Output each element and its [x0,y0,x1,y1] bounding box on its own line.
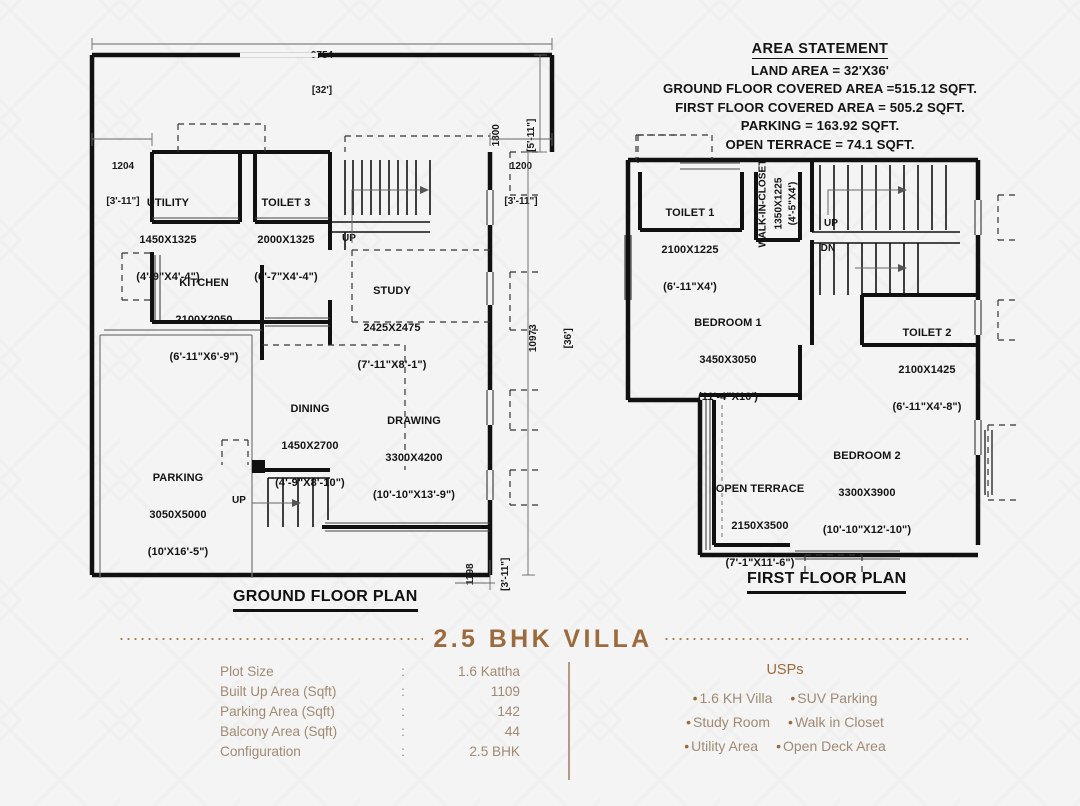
dot-leader-right [662,638,969,640]
specification-table: Plot Size : 1.6 Kattha Built Up Area (Sq… [220,662,520,761]
gf-dashed-outlines [121,123,680,506]
spec-key: Plot Size [220,664,274,680]
ff-room-bedroom-2: BEDROOM 2 3300X3900 (10'-10"X12'-10") [822,449,912,537]
area-statement-line: LAND AREA = 32'X36' [750,63,889,78]
bullet-icon: • [790,690,796,706]
gf-dim-right-offset: 1200 [3'-11"] [504,161,538,207]
gf-room-toilet-3: TOILET 3 2000X1325 (6'-7"X4'-4") [254,196,318,284]
gf-stair-upper-arrowhead [420,186,429,194]
ff-stair-up-label: UP [823,218,839,229]
usp-row: •Utility Area •Open Deck Area [600,734,970,758]
area-statement-line: OPEN TERRACE = 74.1 SQFT. [725,136,915,152]
spec-value: 1.6 Kattha [458,664,520,680]
usp-row: •Study Room •Walk in Closet [600,710,970,734]
usp-row: •1.6 KH Villa •SUV Parking [600,686,970,710]
ff-stair [812,165,960,295]
gf-column [252,460,265,473]
usp-section: USPs •1.6 KH Villa •SUV Parking •Study R… [600,662,970,758]
gf-stair-up-label-upper: UP [341,233,357,244]
gf-dim-left-offset: 1204 [3'-11"] [106,161,140,207]
spec-separator: : [401,743,405,759]
gf-room-utility: UTILITY 1450X1325 (4'-9"X4'-4") [136,196,200,284]
ff-interior-walls [638,160,978,547]
gf-dimension-lines [91,38,553,590]
usp-item: •Walk in Closet [788,714,884,730]
ground-floor-plan-caption: GROUND FLOOR PLAN [233,588,418,612]
bullet-icon: • [684,738,690,754]
area-statement-title: AREA STATEMENT [751,41,889,59]
bullet-icon: • [686,714,691,730]
usp-item: •Utility Area [684,738,759,754]
usp-item: •1.6 KH Villa [692,690,773,706]
gf-stair-lower-arrowhead [292,499,301,507]
table-row: Built Up Area (Sqft) : 1109 [220,682,520,702]
spec-value: 1109 [490,684,520,700]
gf-interior-glazing [152,217,490,532]
table-row: Balcony Area (Sqft) : 44 [220,721,520,741]
dot-leader-left [118,638,424,640]
spec-value: 2.5 BHK [469,743,520,759]
spec-separator: : [401,664,405,680]
gf-room-study: STUDY 2425X2475 (7'-11"X8'-1") [357,284,427,372]
bullet-icon: • [776,738,781,754]
ff-outer-walls [625,157,981,558]
first-floor-plan-caption: FIRST FLOOR PLAN [747,570,907,594]
villa-title-row: 2.5 BHK VILLA [118,622,969,656]
area-statement-line: PARKING = 163.92 SQFT. [740,118,900,134]
usp-item: •SUV Parking [790,690,878,706]
table-row: Plot Size : 1.6 Kattha [220,662,520,682]
spec-separator: : [401,703,405,719]
ff-up-arrowhead [898,186,907,194]
villa-title: 2.5 BHK VILLA [433,624,653,653]
gf-stair-up-label-lower: UP [231,495,247,506]
ff-room-toilet-1: TOILET 1 2100X1225 (6'-11"X4') [661,206,719,294]
area-statement-line: GROUND FLOOR COVERED AREA =515.12 SQFT. [663,81,977,97]
gf-stair-upper [330,160,431,250]
ff-stair-dn-label: DN [820,243,836,254]
spec-separator: : [401,723,405,739]
table-row: Parking Area (Sqft) : 142 [220,702,520,722]
gf-interior-walls [104,150,490,529]
ff-room-toilet-2: TOILET 2 2100X1425 (6'-11"X4'-8") [892,326,962,414]
gf-parking-outline [99,334,253,578]
bullet-icon: • [788,714,793,730]
gf-room-drawing: DRAWING 3300X4200 (10'-10"X13'-9") [372,414,456,502]
usp-title: USPs [766,662,804,678]
ff-dn-arrowhead [898,264,907,272]
table-row: Configuration : 2.5 BHK [220,741,520,761]
usp-item: •Study Room [686,714,771,730]
area-statement: AREA STATEMENT LAND AREA = 32'X36' GROUN… [620,40,1020,154]
spec-value: 44 [504,723,520,739]
bullet-icon: • [692,690,698,706]
gf-room-parking: PARKING 3050X5000 (10'X16'-5") [147,471,209,559]
vertical-divider [568,662,570,780]
spec-key: Parking Area (Sqft) [220,703,335,719]
gf-outer-walls [89,52,555,578]
ff-room-open-terrace: OPEN TERRACE 2150X3500 (7'-1"X11'-6") [715,482,805,570]
usp-item: •Open Deck Area [776,738,886,754]
spec-separator: : [401,684,405,700]
spec-key: Balcony Area (Sqft) [220,723,338,739]
spec-key: Built Up Area (Sqft) [220,684,337,700]
spec-value: 142 [497,703,520,719]
area-statement-line: FIRST FLOOR COVERED AREA = 505.2 SQFT. [675,99,965,115]
spec-key: Configuration [220,743,301,759]
